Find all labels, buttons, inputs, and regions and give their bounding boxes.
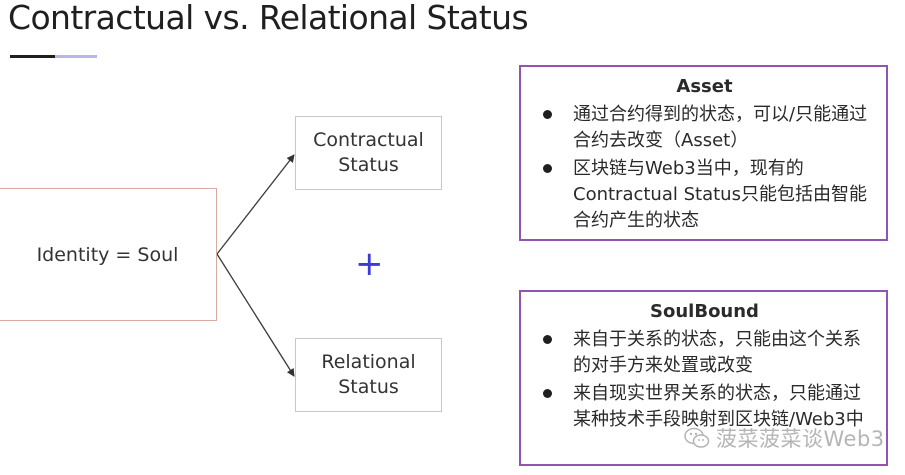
contractual-status-line2: Status — [338, 154, 399, 176]
page-title: Contractual vs. Relational Status — [8, 0, 529, 37]
wechat-watermark: 菠菜菠菜谈Web3 — [684, 423, 885, 453]
bullet-dot-icon — [543, 335, 552, 344]
soulbound-bullet-item: 来自于关系的状态，只能由这个关系的对手方来处置或改变 — [535, 327, 874, 379]
soulbound-bullet-item: 来自现实世界关系的状态，只能通过某种技术手段映射到区块链/Web3中 — [535, 381, 874, 433]
asset-heading: Asset — [676, 76, 733, 97]
soulbound-bullet-list: 来自于关系的状态，只能由这个关系的对手方来处置或改变 来自现实世界关系的状态，只… — [535, 327, 874, 433]
soulbound-panel: SoulBound 来自于关系的状态，只能由这个关系的对手方来处置或改变 来自现… — [519, 290, 888, 466]
asset-bullet-item: 区块链与Web3当中，现有的Contractual Status只能包括由智能合… — [535, 156, 874, 234]
wechat-icon — [684, 427, 710, 448]
contractual-status-box: Contractual Status — [295, 116, 442, 190]
relational-status-line2: Status — [338, 376, 399, 398]
arrow-to-relational-status — [216, 253, 295, 377]
contractual-status-line1: Contractual — [313, 129, 424, 151]
asset-bullet-text: 区块链与Web3当中，现有的Contractual Status只能包括由智能合… — [573, 158, 867, 231]
arrow-to-contractual-status — [216, 154, 295, 255]
title-underline-light — [55, 55, 97, 58]
bullet-dot-icon — [543, 164, 552, 173]
soulbound-bullet-text: 来自于关系的状态，只能由这个关系的对手方来处置或改变 — [573, 329, 861, 376]
watermark-text: 菠菜菠菜谈Web3 — [716, 427, 885, 451]
identity-soul-label: Identity = Soul — [36, 243, 179, 266]
asset-bullet-text: 通过合约得到的状态，可以/只能通过合约去改变（Asset） — [573, 104, 868, 151]
soulbound-bullet-text: 来自现实世界关系的状态，只能通过某种技术手段映射到区块链/Web3中 — [573, 383, 864, 430]
soulbound-heading: SoulBound — [650, 301, 759, 322]
plus-sign: + — [355, 244, 384, 284]
bullet-dot-icon — [543, 110, 552, 119]
asset-bullet-list: 通过合约得到的状态，可以/只能通过合约去改变（Asset） 区块链与Web3当中… — [535, 102, 874, 234]
relational-status-line1: Relational — [321, 351, 416, 373]
asset-bullet-item: 通过合约得到的状态，可以/只能通过合约去改变（Asset） — [535, 102, 874, 154]
title-underline-dark — [10, 55, 55, 58]
bullet-dot-icon — [543, 389, 552, 398]
relational-status-box: Relational Status — [295, 338, 442, 412]
asset-panel: Asset 通过合约得到的状态，可以/只能通过合约去改变（Asset） 区块链与… — [519, 65, 888, 241]
identity-soul-box: Identity = Soul — [0, 188, 217, 321]
